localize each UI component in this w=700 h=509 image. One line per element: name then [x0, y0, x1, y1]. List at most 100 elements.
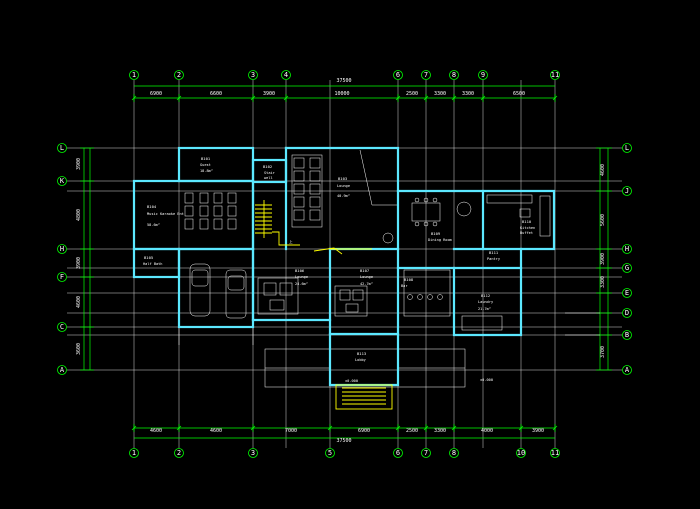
dim-segment: 2500: [406, 428, 418, 434]
dim-segment: 5600: [600, 214, 606, 226]
axis-label: 8: [452, 71, 456, 79]
room-code: B103: [338, 176, 347, 181]
dim-segment: 3300: [434, 428, 446, 434]
axis-label: 3: [251, 71, 255, 79]
axis-label: 7: [424, 71, 428, 79]
axis-bubble-top-7: 7: [421, 70, 431, 80]
axis-label: 5: [328, 449, 332, 457]
room-name: Laundry: [478, 300, 494, 304]
dim-slash: [283, 95, 289, 101]
axis-label: D: [625, 309, 629, 317]
room-area: 21.7m²: [478, 307, 491, 311]
axis-bubble-top-8: 8: [449, 70, 459, 80]
dim-slash: [451, 425, 457, 431]
car-1: [189, 263, 211, 317]
room-area: Buffet: [520, 231, 533, 235]
axis-bubble-right-B: B: [622, 330, 632, 340]
room-name: Lounge: [337, 184, 350, 188]
axis-label: 4: [284, 71, 288, 79]
dim-slash: [250, 95, 256, 101]
room-code: B104: [147, 204, 157, 209]
axis-bubble-bottom-6: 6: [393, 448, 403, 458]
room-code: B105: [144, 255, 153, 260]
room-code: B109: [431, 231, 441, 236]
axis-bubbles-left: L K H F C A: [57, 143, 67, 375]
theater-seat: [213, 205, 223, 217]
dining-chair: [423, 197, 429, 203]
dim-segment: 3300: [462, 91, 474, 97]
dining-table: [411, 202, 441, 222]
dim-slash: [480, 95, 486, 101]
dim-slash: [131, 425, 137, 431]
room-code: B101: [201, 156, 211, 161]
axis-bubble-bottom-11: 11: [550, 448, 560, 458]
axis-bubble-bottom-1: 1: [129, 448, 139, 458]
dim-slash: [423, 425, 429, 431]
room-code: B110: [522, 219, 532, 224]
dim-slash: [395, 95, 401, 101]
dim-segment: 7000: [285, 428, 297, 434]
room-label-lounge-left: B106 Lounge 24.6m²: [295, 268, 308, 286]
theater-seat: [184, 205, 194, 217]
axis-label: 6: [396, 71, 400, 79]
theater-seat: [199, 192, 209, 204]
room-name: Music Karaoke Ent: [147, 212, 184, 216]
room-code: B106: [295, 268, 305, 273]
coffee-table-left: [269, 299, 285, 311]
room-label-lounge-center: B107 Lounge 42.7m²: [360, 268, 373, 286]
axis-label: L: [625, 144, 629, 152]
dim-segment: 4600: [600, 164, 606, 176]
axis-label: 2: [177, 71, 181, 79]
room-name: Bar: [401, 284, 408, 288]
theater-seat: [227, 192, 237, 204]
axis-bubbles-bottom: 1 2 3 5 6 7 8 10 11: [129, 448, 560, 458]
axis-label: G: [625, 264, 629, 272]
theater-seat: [199, 205, 209, 217]
dim-slash: [176, 95, 182, 101]
kitchen-counter: [486, 194, 533, 204]
room-name: Half Bath: [143, 262, 162, 266]
axis-bubble-top-4: 4: [281, 70, 291, 80]
axis-bubble-right-G: G: [622, 263, 632, 273]
room-area: 40.9m²: [337, 194, 350, 198]
dim-slash: [451, 95, 457, 101]
theater-seat: [213, 218, 223, 230]
axis-bubble-left-L: L: [57, 143, 67, 153]
kitchen-counter-side: [539, 195, 551, 237]
dim-segment: 4800: [76, 209, 82, 221]
dim-segment: 4000: [481, 428, 493, 434]
axis-label: 3: [251, 449, 255, 457]
room-name: Lounge: [360, 275, 373, 279]
laundry-counter: [461, 315, 503, 331]
stair-arrow-lounge: [313, 247, 343, 255]
coffee-table-center: [345, 303, 359, 313]
armchair: [293, 170, 305, 182]
axis-label: H: [60, 245, 64, 253]
theater-seat: [227, 205, 237, 217]
axis-label: 1: [132, 71, 136, 79]
room-area: 58.6m²: [147, 223, 160, 227]
room-code: B107: [360, 268, 369, 273]
dim-segment: 2500: [406, 91, 418, 97]
axis-bubbles-top: 1 2 3 4 6 7 8 9 11: [129, 70, 560, 80]
bar-area: [403, 269, 451, 317]
sofa-set-left: [257, 277, 299, 315]
kitchen-sink: [519, 208, 531, 218]
dim-segment: 6500: [513, 91, 525, 97]
armchair-left: [279, 282, 293, 296]
dim-slash: [250, 425, 256, 431]
axis-bubble-right-H: H: [622, 244, 632, 254]
room-labels: B101 Guest 18.8m² B102 Stair well B103 L…: [143, 156, 535, 362]
room-code: B111: [489, 250, 499, 255]
axis-bubble-top-1: 1: [129, 70, 139, 80]
stair-arrow: [272, 231, 300, 246]
axis-label: C: [60, 323, 64, 331]
plant-pot: [382, 232, 394, 244]
dim-segment: 3900: [263, 91, 275, 97]
axis-bubble-bottom-7: 7: [421, 448, 431, 458]
armchair: [293, 157, 305, 169]
dim-slash: [552, 95, 558, 101]
car-2-window: [227, 275, 245, 291]
dim-total-top: 37500: [336, 78, 351, 84]
